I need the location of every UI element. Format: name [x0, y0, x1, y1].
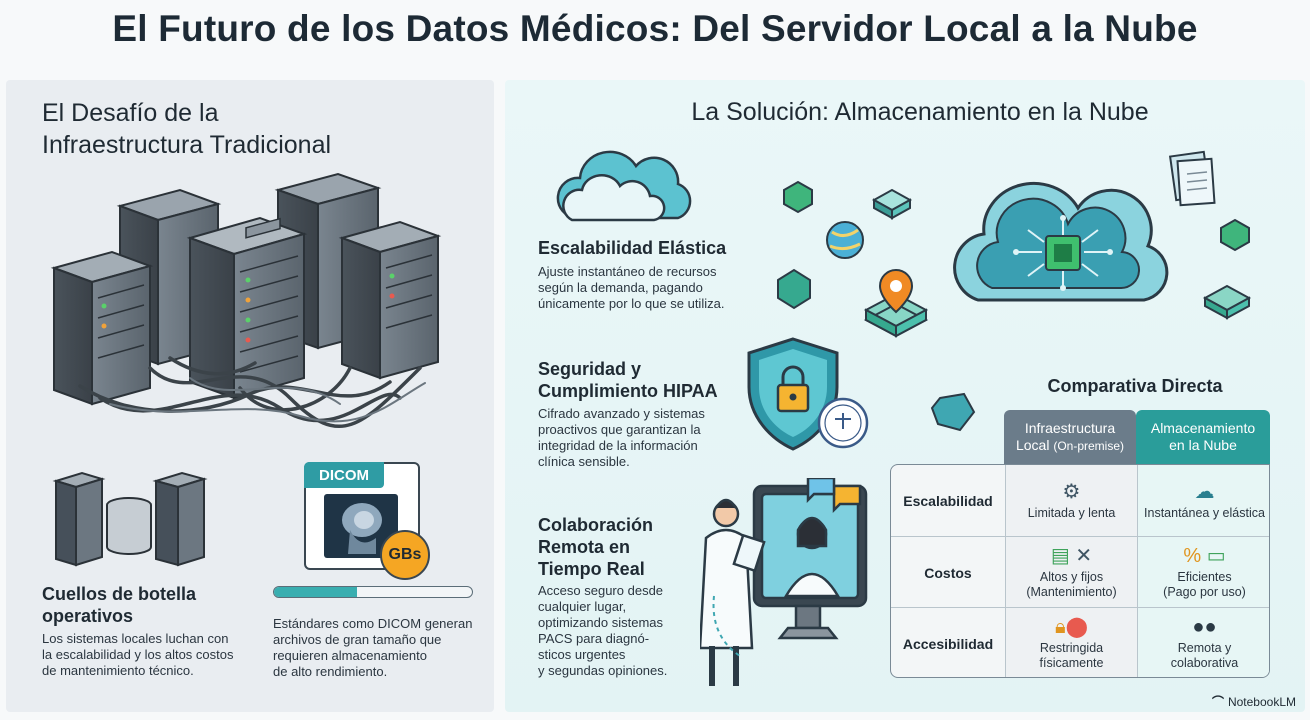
comparison-table: Infraestructura Local (On-premise) Almac…	[890, 410, 1270, 678]
cell-onprem: ⚙ Limitada y lenta	[1005, 465, 1137, 536]
dicom-badge: DICOM	[304, 462, 384, 488]
comparison-title: Comparativa Directa	[1047, 376, 1223, 396]
dicom-body: Estándares como DICOM generan archivos d…	[273, 616, 473, 679]
left-heading-line2: Infraestructura Tradicional	[42, 131, 332, 159]
table-row: Escalabilidad ⚙ Limitada y lenta ☁ Insta…	[891, 465, 1269, 536]
cloud-database-icon: ☁	[1194, 480, 1215, 503]
cell-cloud: ☁ Instantánea y elástica	[1137, 465, 1269, 536]
feature-collab-body: Acceso seguro desde cualquier lugar, opt…	[538, 583, 668, 678]
storage-progress-bar	[273, 586, 473, 598]
col-head-cloud: Almacenamiento en la Nube	[1136, 410, 1270, 464]
bottleneck-title: Cuellos de botella operativos	[42, 584, 197, 626]
left-heading: El Desafío de la Infraestructura Tradici…	[42, 97, 462, 161]
row-label: Accesibilidad	[902, 635, 994, 652]
server-rack-icon	[338, 220, 442, 380]
feature-security-body: Cifrado avanzado y sistemas proactivos q…	[538, 406, 705, 469]
brain-scan-icon	[324, 494, 398, 558]
table-row: Accesibilidad 🔒︎⬤ Restringida físicament…	[891, 607, 1269, 677]
gear-icon: ⚙	[1062, 480, 1081, 503]
server-rack-icon	[186, 216, 308, 400]
server-database-icon	[52, 471, 208, 567]
users-icon: ●●	[1192, 616, 1217, 638]
brand-footer: ⌒NotebookLM	[1211, 695, 1296, 709]
feature-scalability-title: Escalabilidad Elástica	[538, 238, 727, 258]
page-title: El Futuro de los Datos Médicos: Del Serv…	[112, 8, 1198, 49]
right-heading: La Solución: Almacenamiento en la Nube	[691, 98, 1149, 126]
table-row: Costos ▤ ✕ Altos y fijos (Mantenimiento)…	[891, 536, 1269, 608]
feature-scalability-body: Ajuste instantáneo de recursos según la …	[538, 264, 725, 311]
cloud-chip-icon	[953, 181, 1169, 302]
location-pin-icon	[878, 268, 914, 314]
telehealth-illustration	[700, 478, 868, 686]
cube-icon	[783, 180, 813, 214]
floating-data-icons	[777, 180, 929, 338]
storage-progress-fill	[274, 587, 358, 597]
col-head-onprem: Infraestructura Local (On-premise)	[1004, 410, 1136, 464]
cell-onprem: 🔒︎⬤ Restringida físicamente	[1005, 608, 1137, 677]
percent-wallet-icon: % ▭	[1183, 545, 1226, 567]
feature-security-title: Seguridad y Cumplimiento HIPAA	[538, 359, 718, 401]
shield-lock-icon	[747, 337, 869, 451]
gem-icon	[930, 392, 976, 432]
cell-onprem: ▤ ✕ Altos y fijos (Mantenimiento)	[1005, 537, 1137, 608]
gbs-badge: GBs	[380, 530, 430, 580]
money-tools-icon: ▤ ✕	[1050, 545, 1093, 567]
cloud-icon	[556, 150, 692, 222]
cell-cloud: ●● Remota y colaborativa	[1137, 608, 1269, 677]
feature-collab-title: Colaboración Remota en Tiempo Real	[538, 515, 654, 579]
notebooklm-logo-icon: ⌒	[1211, 695, 1224, 709]
cell-cloud: % ▭ Eficientes (Pago por uso)	[1137, 537, 1269, 608]
bottleneck-body: Los sistemas locales luchan con la escal…	[42, 631, 234, 678]
documents-icon	[1168, 150, 1252, 320]
row-label: Costos	[924, 564, 972, 581]
row-label: Escalabilidad	[903, 492, 993, 509]
left-heading-line1: El Desafío de la	[42, 99, 219, 127]
comparison-rows: Escalabilidad ⚙ Limitada y lenta ☁ Insta…	[890, 464, 1270, 678]
lock-pin-icon: 🔒︎⬤	[1054, 616, 1089, 638]
server-rack-icon	[50, 250, 154, 406]
server-cluster-illustration	[50, 172, 442, 428]
